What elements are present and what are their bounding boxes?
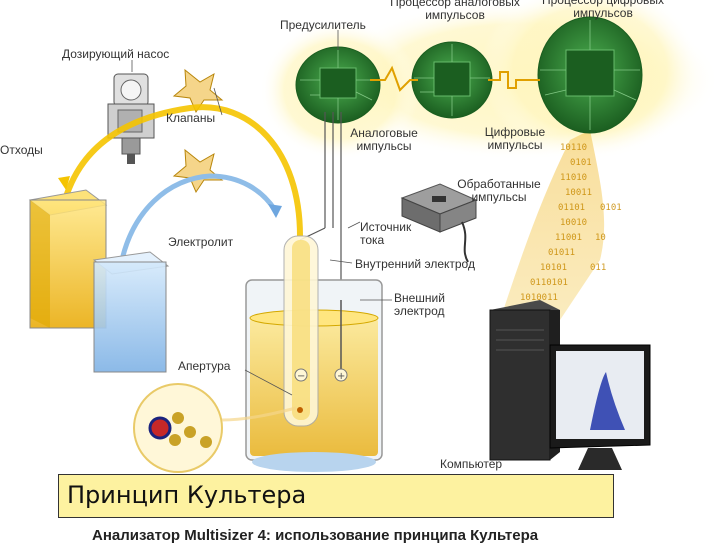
svg-text:10110: 10110 xyxy=(560,143,587,153)
waste-container xyxy=(28,189,108,329)
svg-text:01101: 01101 xyxy=(558,203,585,213)
label-processed-pulses: Обработанные импульсы xyxy=(457,177,541,204)
label-analog-processor: Процессор аналоговых импульсов xyxy=(390,0,520,22)
waste-flow-arrow xyxy=(58,104,303,237)
valve-lower xyxy=(172,148,224,194)
svg-text:10011: 10011 xyxy=(565,188,592,198)
analog-processor-board xyxy=(411,41,493,119)
label-outer-electrode: Внешний электрод xyxy=(394,291,445,318)
electrolyte-flow-arrow xyxy=(117,173,282,271)
svg-text:10010: 10010 xyxy=(560,218,587,228)
svg-text:10101: 10101 xyxy=(540,263,567,273)
label-preamp: Предусилитель xyxy=(280,18,366,32)
aperture-tube xyxy=(283,235,319,427)
label-inner-electrode: Внутренний электрод xyxy=(355,257,475,271)
caption-box: Принцип Культера xyxy=(58,474,614,518)
label-current-source: Источник тока xyxy=(360,220,412,247)
valve-upper xyxy=(172,68,224,114)
label-electrolyte: Электролит xyxy=(168,235,234,249)
label-digital-processor: Процессор цифровых импульсов xyxy=(542,0,664,20)
label-aperture: Апертура xyxy=(178,359,231,373)
aperture-magnified xyxy=(133,383,297,473)
bottom-caption: Анализатор Multisizer 4: использование п… xyxy=(92,527,539,544)
svg-text:0101: 0101 xyxy=(600,203,622,213)
label-waste: Отходы xyxy=(0,143,43,157)
computer xyxy=(489,300,651,470)
caption-text: Принцип Культера xyxy=(67,481,307,509)
processed-pulses-device xyxy=(400,183,478,263)
inner-electrode: − xyxy=(294,368,308,382)
svg-text:−: − xyxy=(297,371,305,382)
label-digital-pulses: Цифровые импульсы xyxy=(484,125,546,152)
svg-text:10: 10 xyxy=(595,233,606,243)
outer-electrode: + xyxy=(334,300,348,382)
svg-text:11010: 11010 xyxy=(560,173,587,183)
svg-text:01011: 01011 xyxy=(548,248,575,258)
label-computer: Компьютер xyxy=(440,457,503,471)
leader-lines xyxy=(131,30,392,396)
preamp-board xyxy=(295,46,381,124)
svg-text:0110101: 0110101 xyxy=(530,278,568,288)
pulse-signals xyxy=(370,65,540,92)
svg-text:+: + xyxy=(337,371,345,382)
label-analog-pulses: Аналоговые импульсы xyxy=(350,126,418,153)
label-valves: Клапаны xyxy=(166,111,216,125)
svg-text:1010011: 1010011 xyxy=(520,293,558,303)
digital-processor-board xyxy=(537,16,643,134)
svg-text:011: 011 xyxy=(590,263,606,273)
label-pump: Дозирующий насос xyxy=(62,47,170,61)
electrolyte-container xyxy=(92,251,170,373)
svg-text:0101: 0101 xyxy=(570,158,592,168)
svg-text:11001: 11001 xyxy=(555,233,582,243)
